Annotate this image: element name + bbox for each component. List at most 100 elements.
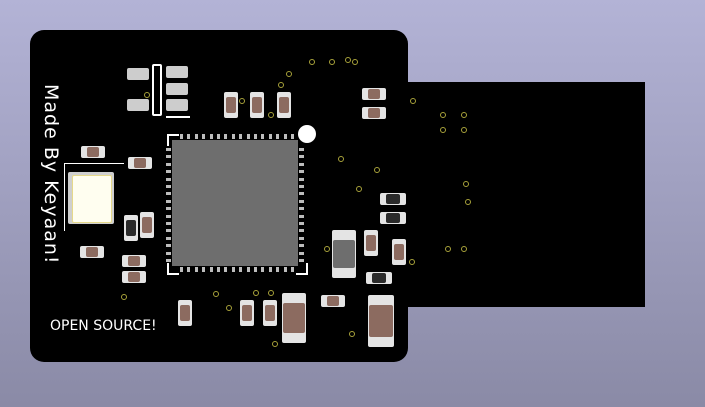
via (121, 294, 127, 300)
mcu-pin (166, 244, 171, 248)
ic-pad (127, 68, 149, 80)
via (440, 112, 446, 118)
mcu-pin (299, 244, 304, 248)
via (461, 246, 467, 252)
mcu-pin (166, 177, 171, 181)
mcu-pin (217, 267, 220, 272)
component-body (128, 272, 140, 282)
mcu-pin (166, 251, 171, 255)
component-body (386, 194, 400, 204)
mcu-pin (166, 222, 171, 225)
component-body (86, 247, 98, 257)
mcu-pin (299, 236, 304, 240)
mcu-pin (166, 214, 171, 218)
mcu-pin (291, 267, 294, 272)
mcu-pin (166, 229, 171, 233)
mcu-pin (194, 267, 198, 272)
via (226, 305, 232, 311)
capacitor-body (369, 305, 393, 337)
via (356, 186, 362, 192)
via (461, 112, 467, 118)
ic-pad (127, 99, 149, 111)
mcu-pin (166, 236, 171, 240)
mcu-pin (180, 134, 183, 139)
component-body (134, 158, 146, 168)
mcu-pin (166, 170, 171, 174)
mcu-pin (202, 267, 206, 272)
mcu-pin (268, 267, 272, 272)
via (338, 156, 344, 162)
ic-pad (166, 83, 188, 95)
mcu-pin (299, 162, 304, 166)
silk-corner (296, 263, 308, 275)
pcb-usb-tab (400, 82, 645, 307)
via (268, 290, 274, 296)
component-body (327, 296, 339, 306)
mcu-pin (166, 259, 171, 262)
mcu-pin (166, 155, 171, 159)
mcu-pin (254, 134, 257, 139)
via (374, 167, 380, 173)
via (410, 98, 416, 104)
component-body (368, 108, 380, 118)
silk-line (166, 116, 190, 118)
component-body (87, 147, 99, 157)
component-body (226, 97, 236, 113)
component-body (366, 235, 376, 251)
via (349, 331, 355, 337)
silk-outline (152, 64, 162, 116)
mcu-pin (299, 259, 304, 262)
mcu-pin (299, 251, 304, 255)
via (465, 199, 471, 205)
mcu-pin (299, 199, 304, 203)
mcu-pin (166, 199, 171, 203)
via (329, 59, 335, 65)
component-body (372, 273, 386, 283)
mcu-pin (299, 192, 304, 196)
via (440, 127, 446, 133)
mcu-chip (172, 140, 298, 266)
mcu-pin (231, 134, 235, 139)
mcu-pin (246, 267, 250, 272)
via (463, 181, 469, 187)
component-body (265, 305, 275, 321)
mcu-pin (217, 134, 220, 139)
mcu-pin (276, 134, 280, 139)
component-body (242, 305, 252, 321)
mcu-pin (254, 267, 257, 272)
mcu-pin (299, 207, 304, 211)
component-body (142, 217, 152, 233)
via (461, 127, 467, 133)
component-body (252, 97, 262, 113)
via (278, 82, 284, 88)
component-body (128, 256, 140, 266)
ic-pad (166, 66, 188, 78)
component-body (279, 97, 289, 113)
mcu-pin (291, 134, 294, 139)
mcu-pin (276, 267, 280, 272)
via (253, 290, 259, 296)
mcu-pin (299, 155, 304, 159)
silkscreen-made-by: Made By Keyaan! (40, 84, 62, 265)
mcu-pin (246, 134, 250, 139)
pin1-dot (298, 125, 316, 143)
mcu-pin (268, 134, 272, 139)
mcu-pin (299, 185, 304, 188)
capacitor-body (333, 240, 355, 268)
via (409, 259, 415, 265)
mcu-pin (166, 148, 171, 151)
mcu-pin (166, 162, 171, 166)
mcu-pin (187, 134, 191, 139)
via (239, 98, 245, 104)
via (268, 112, 274, 118)
via (286, 71, 292, 77)
silk-corner (167, 263, 179, 275)
via (309, 59, 315, 65)
mcu-pin (299, 214, 304, 218)
mcu-pin (239, 134, 243, 139)
mcu-pin (299, 229, 304, 233)
mcu-pin (283, 134, 287, 139)
silk-corner (167, 134, 179, 146)
via (352, 59, 358, 65)
mcu-pin (261, 134, 265, 139)
